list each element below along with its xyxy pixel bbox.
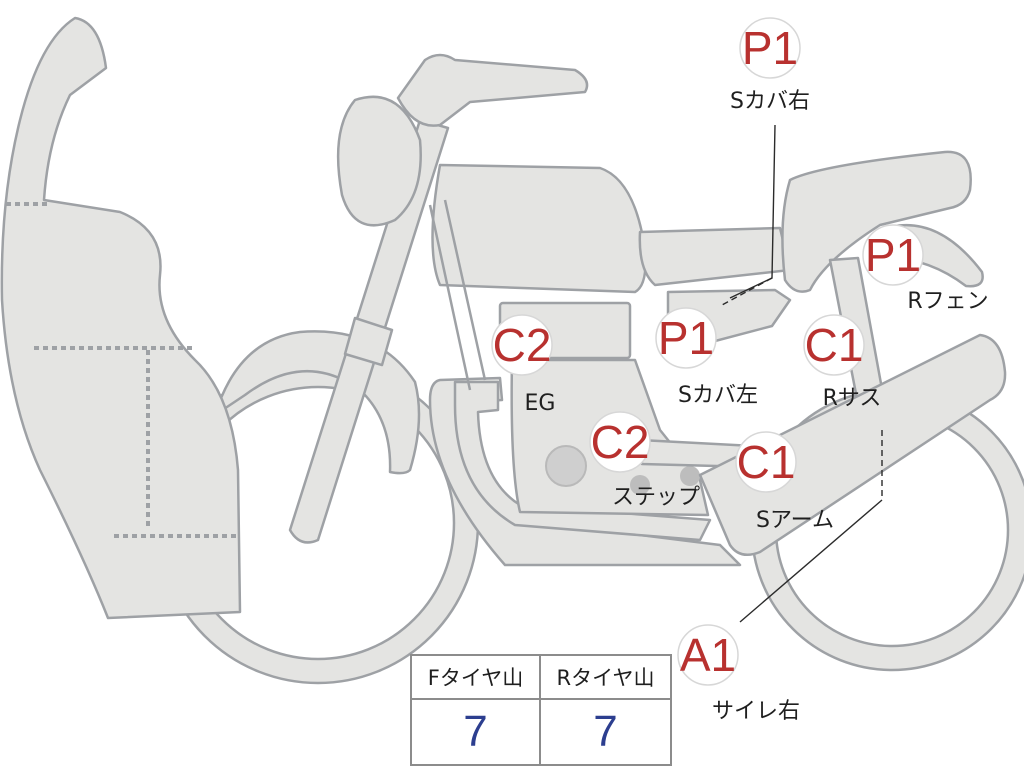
rider-figure [0,16,242,620]
marker-badge [677,624,739,686]
marker-badge [862,224,924,286]
marker-badge [589,411,651,473]
marker-code: C2 [591,416,650,468]
exhaust-pipe-upper [453,380,712,542]
tire-header-rear: Rタイヤ山 [541,656,670,700]
marker-label: ステップ [612,485,700,510]
seat-base [638,226,792,287]
tire-header-front: Fタイヤ山 [412,656,541,700]
marker-サイレ右: A1 サイレ右 [677,624,800,724]
marker-code: C1 [805,319,864,371]
fuel-tank [431,163,647,294]
marker-badge [655,307,717,369]
frame-downtube [428,199,487,391]
marker-label: Sカバ右 [730,89,810,114]
marker-code: C1 [737,436,796,488]
seat [781,150,972,293]
marker-code: P1 [865,229,921,281]
marker-badge [739,17,801,79]
marker-label: Sアーム [756,508,834,533]
motorcycle-silhouette [0,16,1024,685]
tire-value-rear: 7 [593,707,618,756]
leader-lines [721,124,883,623]
swing-arm [698,333,1007,557]
marker-label: EG [525,391,556,416]
tire-value-front: 7 [412,700,541,764]
marker-label: Rサス [823,386,882,411]
marker-badge [735,431,797,493]
damage-markers: P1Sカバ右P1RフェンC2EGP1Sカバ左C1RサスC2ステップC1SアームA… [491,17,989,724]
marker-label: Sカバ左 [678,383,758,408]
marker-code: P1 [742,22,798,74]
marker-code: C2 [493,319,552,371]
leader-line-サイレ右 [739,499,883,623]
marker-label: サイレ右 [712,699,800,724]
marker-code: A1 [680,629,736,681]
tire-tread-table: Fタイヤ山 Rタイヤ山 7 7 [410,654,672,766]
fork-boot [343,316,394,367]
marker-label: Rフェン [907,289,988,314]
marker-code: P1 [658,312,714,364]
marker-ステップ: C2 ステップ [589,411,700,510]
handlebar [396,53,589,127]
headlight [336,95,422,227]
marker-badge [491,314,553,376]
marker-badge [803,314,865,376]
